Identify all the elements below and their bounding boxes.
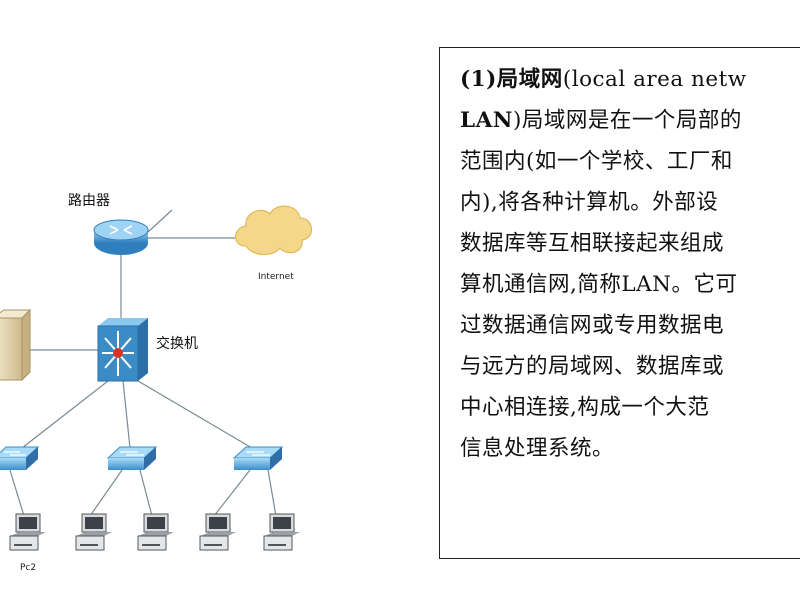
access-switch-2-icon	[106, 446, 158, 470]
link-core-switch3	[137, 380, 253, 449]
link-sw3-pc5	[267, 469, 277, 517]
description-line-2-text: )局域网是在一个局部的	[512, 108, 742, 133]
description-line-5: 数据库等互相联接起来组成	[460, 231, 725, 256]
server-icon	[0, 308, 32, 382]
description-heading-rest: (local area netw	[562, 67, 747, 92]
description-line-6: 算机通信网,简称LAN。它可	[460, 272, 738, 297]
description-line-10: 信息处理系统。	[460, 436, 615, 461]
description-line-8: 与远方的局域网、数据库或	[460, 354, 725, 379]
description-line-2: LAN)局域网是在一个局部的	[460, 103, 742, 134]
internet-cloud-icon	[234, 205, 313, 256]
description-lan-abbr: LAN	[460, 108, 513, 133]
pc-label: Pc2	[20, 563, 37, 573]
pc-1-icon	[9, 513, 46, 551]
access-switch-1-icon	[0, 446, 40, 470]
description-line-7: 过数据通信网或专用数据电	[460, 313, 725, 338]
router-icon	[93, 219, 149, 255]
description-line-4: 内),将各种计算机。外部设	[460, 190, 719, 215]
link-core-switch2	[122, 380, 131, 449]
switch-label: 交换机	[156, 336, 198, 352]
description-box: (1)局域网(local area netw LAN)局域网是在一个局部的 范围…	[439, 47, 800, 559]
link-sw3-pc4	[213, 469, 251, 517]
description-line-1: (1)局域网(local area netw	[460, 62, 747, 93]
description-heading: (1)局域网	[460, 67, 563, 92]
network-diagram	[0, 205, 313, 551]
link-sw1-pc1	[9, 469, 25, 517]
description-line-9: 中心相连接,构成一个大范	[460, 395, 710, 420]
pc-2-icon	[75, 513, 112, 551]
link-router-uplink	[147, 209, 173, 233]
router-label: 路由器	[68, 193, 110, 209]
internet-label: Internet	[258, 272, 294, 282]
access-switch-3-icon	[232, 446, 284, 470]
link-sw2-pc2	[89, 469, 123, 517]
description-line-3: 范围内(如一个学校、工厂和	[460, 149, 733, 174]
link-sw2-pc3	[139, 469, 153, 517]
pc-5-icon	[263, 513, 300, 551]
core-switch-icon	[97, 318, 148, 382]
pc-3-icon	[137, 513, 174, 551]
pc-4-icon	[199, 513, 236, 551]
connection-lines	[9, 209, 277, 517]
link-core-switch1	[21, 380, 109, 449]
